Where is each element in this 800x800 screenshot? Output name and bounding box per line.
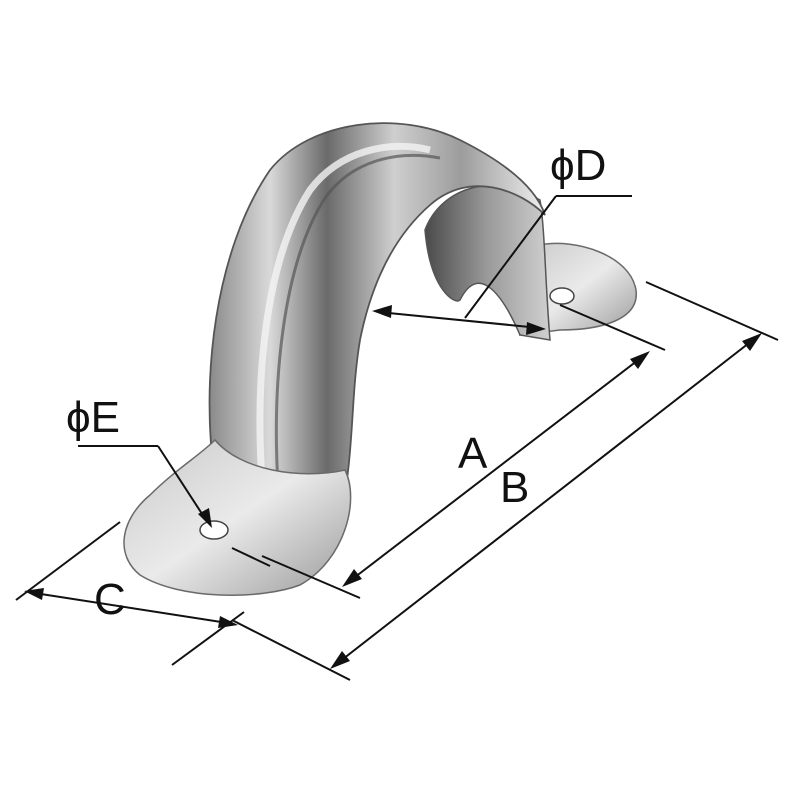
c-extension-right	[171, 611, 245, 666]
left-foot-hole	[199, 520, 229, 540]
phi-e-arrow	[198, 508, 212, 528]
b-arrow-bottom	[330, 651, 350, 669]
phi-e-dimension-line	[231, 547, 271, 567]
dimension-c: C	[15, 521, 245, 666]
clamp-illustration	[123, 122, 637, 596]
label-b: B	[500, 463, 529, 512]
dimension-phi-d: ϕD	[372, 141, 632, 335]
phi-d-leader-diagonal	[464, 195, 557, 319]
left-foot	[123, 438, 352, 596]
dimension-phi-e: ϕE	[66, 393, 271, 567]
label-phi-e: ϕE	[66, 393, 120, 442]
phi-d-arrow-left	[372, 305, 392, 318]
arch-rib-shadow	[274, 154, 441, 486]
a-extension-bottom	[261, 555, 361, 599]
b-arrow-top	[742, 333, 762, 351]
b-dimension-line	[333, 335, 759, 667]
c-extension-left	[15, 521, 121, 601]
label-phi-d: ϕD	[550, 141, 606, 190]
a-arrow-top	[630, 351, 650, 369]
label-a: A	[458, 429, 488, 478]
dimension-b: B	[231, 281, 779, 681]
a-arrow-bottom	[342, 569, 362, 587]
c-arrow-left	[24, 588, 44, 600]
arch-inner-surface	[424, 184, 551, 341]
a-dimension-line	[345, 353, 647, 585]
phi-d-arrow-right	[526, 322, 546, 335]
dimension-a: A	[261, 304, 666, 599]
a-extension-top	[559, 304, 666, 351]
arch-rib	[256, 142, 431, 481]
phi-d-dimension-line	[377, 311, 541, 329]
phi-e-leader-diagonal	[157, 445, 207, 521]
b-extension-top	[645, 281, 779, 341]
b-extension-bottom	[231, 619, 351, 681]
label-c: C	[94, 575, 126, 624]
c-dimension-line	[27, 591, 235, 625]
c-arrow-right	[218, 616, 238, 628]
right-foot-hole	[549, 287, 575, 305]
